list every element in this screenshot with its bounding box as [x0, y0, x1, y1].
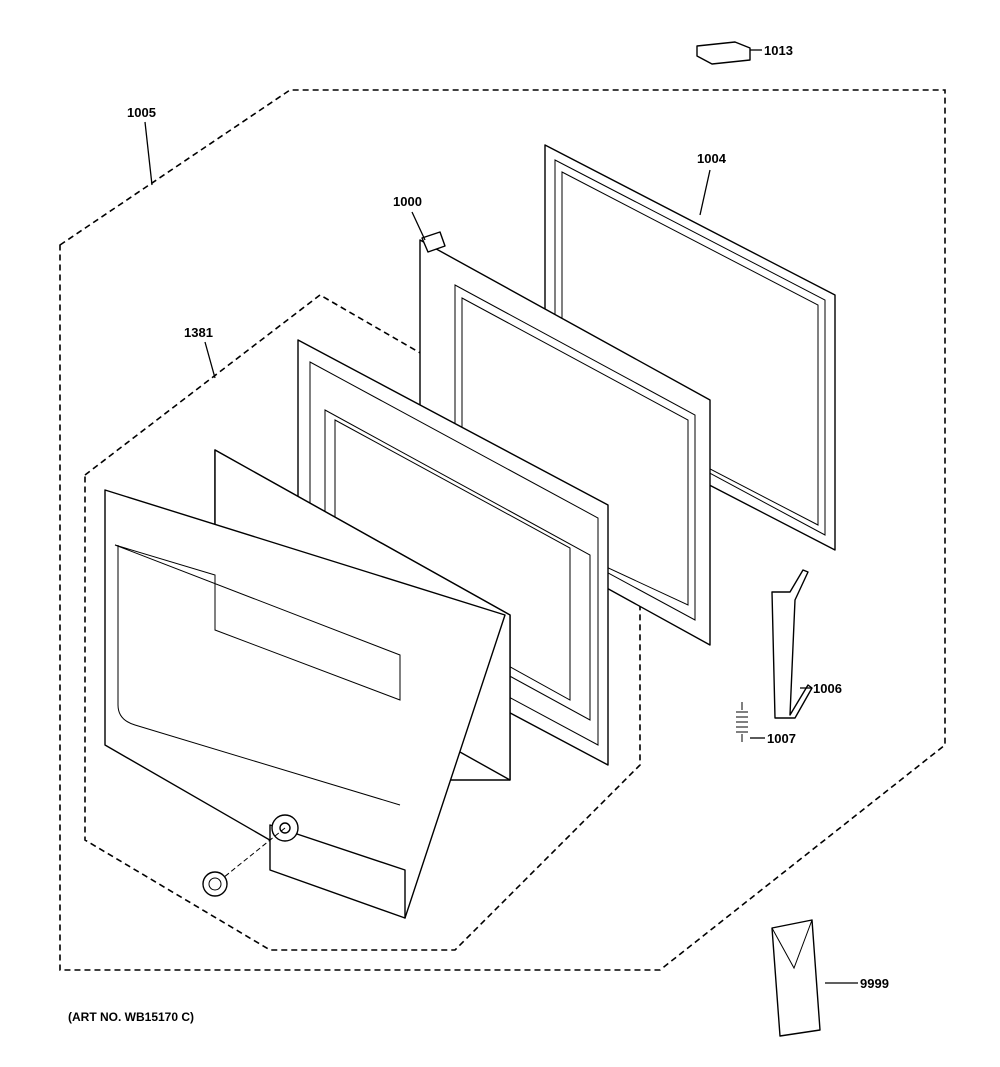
label-1006: 1006 [813, 681, 842, 696]
label-1000: 1000 [393, 194, 422, 209]
art-number: (ART NO. WB15170 C) [68, 1010, 195, 1024]
door-button [202, 871, 228, 897]
assembly-1005-boundary [59, 89, 946, 971]
part-1007-spring [736, 702, 765, 742]
label-1381: 1381 [184, 325, 213, 340]
assembly-1381-boundary [84, 294, 641, 951]
part-1013-clip [696, 41, 762, 65]
door-front-panel [104, 489, 506, 919]
label-9999: 9999 [860, 976, 889, 991]
label-1007: 1007 [767, 731, 796, 746]
label-1004: 1004 [697, 151, 727, 166]
label-1013: 1013 [764, 43, 793, 58]
label-1005: 1005 [127, 105, 156, 120]
part-1006-latch [771, 569, 813, 719]
part-9999-literature-envelope [771, 919, 858, 1037]
